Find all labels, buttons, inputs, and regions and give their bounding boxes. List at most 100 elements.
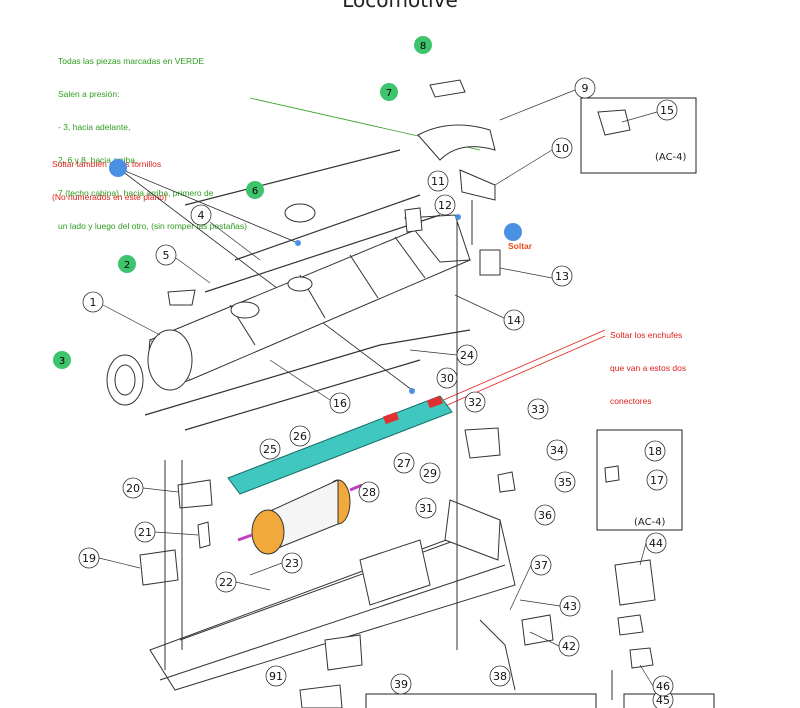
screw-marker <box>409 388 415 394</box>
callout-label: 42 <box>562 640 576 653</box>
callout-label: 32 <box>468 396 482 409</box>
callout-label: 36 <box>538 509 552 522</box>
callout-label: 5 <box>163 249 170 262</box>
callout-label: 34 <box>550 444 564 457</box>
chassis-frame <box>149 499 516 691</box>
callout: 37 <box>530 554 552 576</box>
boiler-assembly <box>147 214 472 391</box>
inset-box-ac4-mid <box>596 429 683 531</box>
screw-leader-line <box>117 167 299 244</box>
note-line: 2, 6 y 8, hacia arriba, <box>58 155 138 165</box>
callout-label: 43 <box>563 600 577 613</box>
callout: 26 <box>289 425 311 447</box>
dome <box>284 203 316 223</box>
motor <box>237 479 363 555</box>
callout: 16 <box>329 392 351 414</box>
callout: 36 <box>534 504 556 526</box>
cab-roof <box>417 79 631 161</box>
inset-label-mid: (AC-4) <box>634 517 666 528</box>
callout-label: 91 <box>269 670 283 683</box>
inset-label-top: (AC-4) <box>655 152 687 163</box>
callout: 9 <box>574 77 596 99</box>
side-parts <box>139 169 656 708</box>
connector-leader-line <box>435 335 606 411</box>
callout-label: 12 <box>438 199 452 212</box>
callout: 17 <box>646 469 668 491</box>
callout-label: 33 <box>531 403 545 416</box>
callout: 22 <box>215 571 237 593</box>
callout: 42 <box>558 635 580 657</box>
blue-marker <box>109 159 127 177</box>
callout-green-label: 8 <box>420 41 426 52</box>
callout: 1 <box>82 291 104 313</box>
callout-label: 25 <box>263 443 277 456</box>
callout: 4 <box>190 204 212 226</box>
callout-label: 31 <box>419 502 433 515</box>
callout-green: 2 <box>118 255 136 273</box>
note-green-press-fit: Todas las piezas marcadas en VERDE Salen… <box>58 34 247 254</box>
callout: 39 <box>390 673 412 695</box>
callout-label: 10 <box>555 142 569 155</box>
callout-label: 22 <box>219 576 233 589</box>
callout: 29 <box>419 462 441 484</box>
callout-label: 16 <box>333 397 347 410</box>
callout: 11 <box>427 170 449 192</box>
callout-label: 19 <box>82 552 96 565</box>
callout-label: 44 <box>649 537 663 550</box>
callout: 15 <box>656 99 678 121</box>
callout-green-label: 6 <box>252 186 258 197</box>
callout: 91 <box>265 665 287 687</box>
callout-label: 46 <box>656 680 670 693</box>
callout: 23 <box>281 552 303 574</box>
callout: 18 <box>644 440 666 462</box>
callout-label: 20 <box>126 482 140 495</box>
callout-green: 7 <box>380 83 398 101</box>
callout-label: 4 <box>198 209 205 222</box>
callout: 27 <box>393 452 415 474</box>
callout-green-label: 2 <box>124 260 130 271</box>
note-line: - 3, hacia adelante, <box>58 122 131 132</box>
green-callouts: 8 7 6 2 3 <box>53 36 432 369</box>
callout: 21 <box>134 521 156 543</box>
callout-label: 23 <box>285 557 299 570</box>
callout-label: 14 <box>507 314 521 327</box>
callout: 25 <box>259 438 281 460</box>
callout-green: 6 <box>246 181 264 199</box>
screw-marker <box>455 214 461 220</box>
note-line: Salen a presión: <box>58 89 120 99</box>
callout-label: 15 <box>660 104 674 117</box>
callout: 33 <box>527 398 549 420</box>
callout: 14 <box>503 309 525 331</box>
callout: 10 <box>551 137 573 159</box>
callout-green: 8 <box>414 36 432 54</box>
callout-green-label: 7 <box>386 88 392 99</box>
callout-label: 27 <box>397 457 411 470</box>
callout-label: 17 <box>650 474 664 487</box>
connector-leader-line <box>431 329 606 406</box>
callout-label: 30 <box>440 372 454 385</box>
callout-green: 3 <box>53 351 71 369</box>
callout: 24 <box>456 344 478 366</box>
bottom-table-box <box>365 693 597 708</box>
connector-red <box>383 411 399 425</box>
note-line: conectores <box>610 396 652 406</box>
callout-label: 9 <box>582 82 589 95</box>
callout: 20 <box>122 477 144 499</box>
callout-label: 18 <box>648 445 662 458</box>
callout-label: 39 <box>394 678 408 691</box>
screw-leader-line <box>117 167 413 391</box>
callout: 28 <box>358 481 380 503</box>
callout: 19 <box>78 547 100 569</box>
callout-label: 24 <box>460 349 474 362</box>
callout-label: 21 <box>138 526 152 539</box>
handrails <box>144 149 471 431</box>
callout-label: 13 <box>555 270 569 283</box>
callout: 30 <box>436 367 458 389</box>
callout-label: 45 <box>656 694 670 707</box>
callout-label: 38 <box>493 670 507 683</box>
callout: 38 <box>489 665 511 687</box>
callout-label: 28 <box>362 486 376 499</box>
smokebox-door <box>106 354 144 406</box>
connector-red <box>427 395 443 409</box>
